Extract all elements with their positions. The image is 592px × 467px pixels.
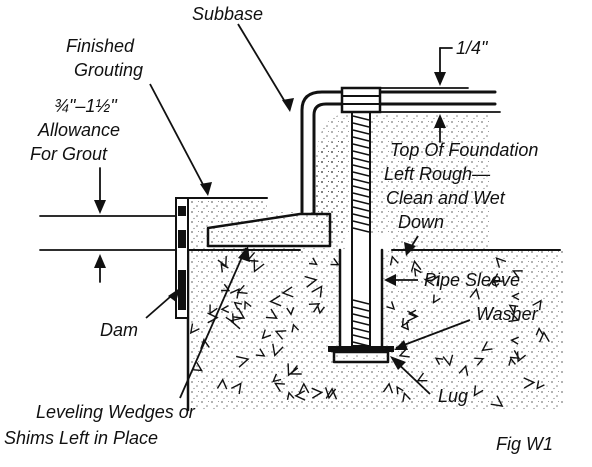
label-pipe-sleeve: Pipe Sleeve (424, 270, 520, 290)
subbase-plate (300, 90, 497, 214)
label-wedges-line2: Shims Left in Place (4, 428, 158, 448)
label-allowance-line2: Allowance (37, 120, 120, 140)
label-top-foundation-line2: Left Rough— (384, 164, 491, 184)
label-top-foundation-line3: Clean and Wet (386, 188, 506, 208)
label-quarter-inch: 1/4" (456, 38, 489, 58)
aggregate-marks (189, 251, 550, 408)
washer-and-lug (328, 346, 394, 364)
dam (175, 197, 189, 319)
leader-lines (145, 23, 471, 399)
label-subbase: Subbase (192, 4, 263, 24)
label-lug: Lug (438, 386, 468, 406)
label-washer: Washer (476, 304, 539, 324)
label-allowance-line1: ¾"–1½" (54, 96, 118, 116)
grout-pad (175, 140, 345, 250)
nut (340, 86, 382, 114)
label-allowance-line3: For Grout (30, 144, 108, 164)
label-dam: Dam (100, 320, 138, 340)
bolt-threads (352, 115, 370, 347)
label-finished-grouting-line2: Grouting (74, 60, 143, 80)
leveling-wedge (206, 212, 332, 248)
label-wedges-line1: Leveling Wedges or (36, 402, 196, 422)
anchor-bolt (351, 87, 371, 347)
dimension-grout-allowance (39, 167, 177, 283)
label-top-foundation-line1: Top Of Foundation (390, 140, 538, 160)
labels: Subbase Finished Grouting 1/4" ¾"–1½" Al… (4, 4, 553, 454)
label-figure: Fig W1 (496, 434, 553, 454)
dimension-quarter-inch (377, 47, 501, 143)
label-finished-grouting-line1: Finished (66, 36, 135, 56)
label-top-foundation-line4: Down (398, 212, 444, 232)
